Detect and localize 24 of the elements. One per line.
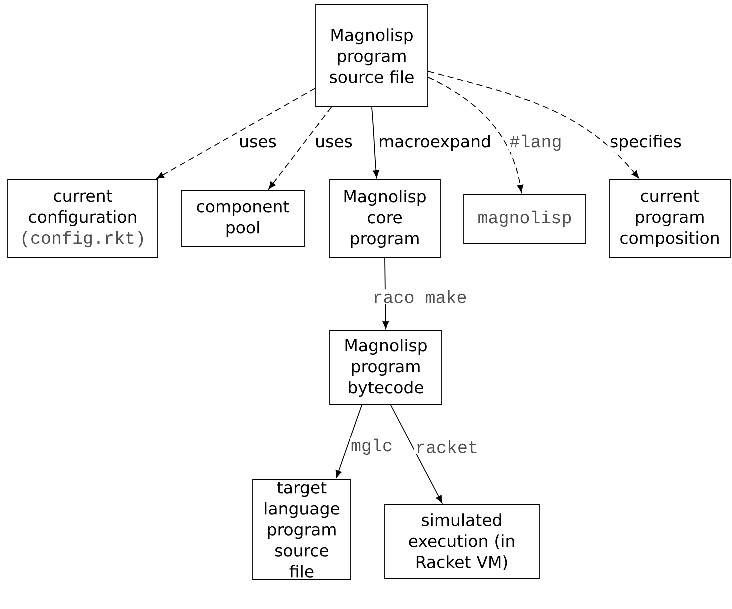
process-box: target language program source file xyxy=(252,480,352,580)
process-box: Magnolisp program bytecode xyxy=(330,330,442,406)
process-box: component pool xyxy=(181,190,305,248)
arrow xyxy=(428,77,524,193)
edge-label: mglc xyxy=(350,438,394,456)
edge-label: uses xyxy=(238,137,278,149)
edge-label: specifies xyxy=(609,134,683,152)
edge-label: raco make xyxy=(372,290,468,304)
process-box: Magnolisp program source file xyxy=(316,4,428,108)
process-box: current program composition xyxy=(609,180,731,258)
edge-label: uses xyxy=(314,137,354,149)
arrow xyxy=(390,405,443,504)
process-box: magnolisp xyxy=(464,194,586,244)
arrow xyxy=(156,88,316,180)
process-box: Magnolisp core program xyxy=(329,180,441,258)
arrow xyxy=(372,107,380,178)
edge-label: #lang xyxy=(508,134,564,152)
arrow xyxy=(268,107,332,190)
process-box: simulated execution (in Racket VM) xyxy=(384,504,540,580)
process-box: current configuration (config.rkt) xyxy=(8,180,158,258)
arrow xyxy=(428,71,640,179)
arrow xyxy=(336,405,362,478)
edge-label: macroexpand xyxy=(378,134,492,152)
edge-label: racket xyxy=(414,440,480,454)
